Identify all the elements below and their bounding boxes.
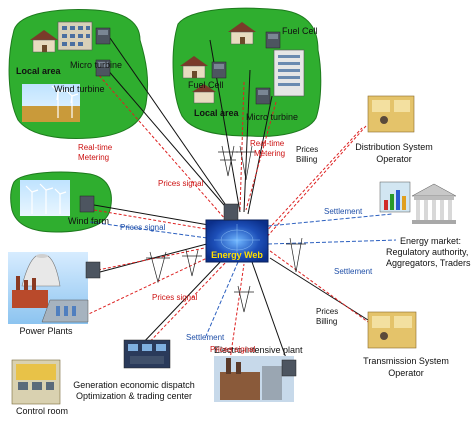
prices-signal-left-label: Prices signal	[120, 223, 166, 232]
right-fuel-cell-mid-label: Fuel Cell	[188, 80, 224, 90]
wind-farm-turbines-icon	[25, 183, 67, 214]
transmission-tower-icon	[146, 145, 306, 313]
market-label-line3: Aggregators, Traders	[386, 258, 471, 268]
realtime-right-label: Real-time	[250, 139, 285, 148]
dso-label-line1: Distribution System	[355, 142, 433, 152]
house-icon	[180, 56, 208, 79]
dam-icon	[41, 299, 89, 323]
settlement-mid-label: Settlement	[334, 267, 373, 276]
right-micro-turbine-label: Micro turbine	[246, 112, 298, 122]
left-local-area-label: Local area	[16, 66, 62, 76]
wind-turbine-unit-icon	[95, 59, 111, 77]
metering-right-label: Metering	[254, 149, 285, 158]
prices-billing-top-1: Prices	[296, 145, 318, 154]
dso-label-line2: Operator	[376, 154, 412, 164]
electro-intensive-label: Electro-intensive plant	[214, 345, 303, 355]
house-icon	[192, 84, 216, 104]
micro-turbine-unit-icon	[95, 27, 111, 45]
wind-farm-unit-icon	[79, 195, 95, 213]
wind-farm-node: Wind farm	[20, 180, 109, 226]
left-micro-turbine-label: Micro turbine	[70, 60, 122, 70]
metering-left-label: Metering	[78, 153, 109, 162]
office-building-icon	[57, 21, 93, 51]
power-plant-unit-icon	[85, 261, 101, 279]
right-fuel-cell-top-label: Fuel Cell	[282, 26, 318, 36]
nuclear-plant-icon	[21, 254, 61, 287]
control-room-node: Control room	[11, 359, 68, 416]
tso-label-line1: Transmission System	[363, 356, 449, 366]
tso-label-line2: Operator	[388, 368, 424, 378]
prices-signal-top-label: Prices signal	[158, 179, 204, 188]
prices-signal-mid-label: Prices signal	[152, 293, 198, 302]
factory-chimneys-icon	[12, 276, 48, 308]
settlement-lines	[89, 213, 397, 337]
prices-billing-bottom-1: Prices	[316, 307, 338, 316]
hub-unit-icon	[223, 203, 239, 221]
apartment-building-icon	[273, 49, 305, 97]
hub-label: Energy Web	[211, 250, 263, 260]
market-label-line1: Energy market:	[400, 236, 461, 246]
house-icon	[30, 30, 58, 53]
prices-billing-bottom-2: Billing	[316, 317, 337, 326]
electro-intensive-plant-node: Electro-intensive plant	[214, 345, 303, 402]
dispatch-label-line2: Optimization & trading center	[76, 391, 192, 401]
left-local-area: Micro turbine Local area Wind turbine	[16, 21, 122, 122]
market-label-line2: Regulatory authority,	[386, 247, 468, 257]
flow-labels: Real-time Metering Real-time Metering Pr…	[78, 139, 373, 354]
house-icon	[228, 22, 256, 45]
left-wind-turbine-label: Wind turbine	[54, 84, 105, 94]
right-local-area-label: Local area	[194, 108, 240, 118]
prices-signal-bottom-label: Prices signal	[210, 345, 256, 354]
small-wind-turbine-icon	[51, 85, 79, 118]
fuel-cell-unit-icon	[211, 61, 227, 79]
dispatch-label-line1: Generation economic dispatch	[73, 380, 195, 390]
energy-web-hub: Energy Web	[205, 203, 269, 263]
bank-building-icon	[411, 183, 457, 224]
fuel-cell-unit-icon	[265, 31, 281, 49]
realtime-left-label: Real-time	[78, 143, 113, 152]
control-room-label: Control room	[16, 406, 68, 416]
tso-node: Transmission System Operator	[363, 311, 449, 378]
settlement-bottom-label: Settlement	[186, 333, 225, 342]
energy-market-node: Energy market: Regulatory authority, Agg…	[379, 181, 471, 268]
settlement-top-label: Settlement	[324, 207, 363, 216]
metering-lines	[75, 71, 369, 361]
dso-node: Distribution System Operator	[355, 95, 433, 164]
micro-turbine-unit-icon	[255, 87, 271, 105]
power-plants-node: Power Plants	[8, 252, 101, 336]
dispatch-center-node: Generation economic dispatch Optimizatio…	[73, 339, 195, 401]
power-plants-label: Power Plants	[19, 326, 73, 336]
right-local-area: Fuel Cell Fuel Cell Local area Micro tur…	[180, 22, 318, 122]
wind-farm-label: Wind farm	[68, 216, 109, 226]
prices-billing-top-2: Billing	[296, 155, 317, 164]
